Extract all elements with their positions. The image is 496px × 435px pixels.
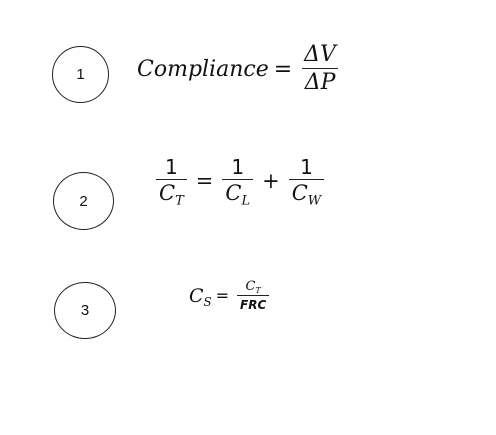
plus-sign: + <box>262 168 280 193</box>
specific-compliance-term: CS <box>189 284 212 309</box>
numerator-delta-v: ΔV <box>304 42 336 67</box>
denominator-ct: CT <box>156 179 187 208</box>
equation-number-label: 1 <box>76 66 85 83</box>
numerator-ct: CT <box>242 280 263 295</box>
symbol-c: C <box>245 279 256 294</box>
subscript-l: L <box>241 193 251 209</box>
one-over-cl-fraction: 1 CL <box>222 155 254 208</box>
symbol-c: C <box>291 181 308 205</box>
compliance-equation: Compliance = ΔV ΔP <box>137 44 343 94</box>
one-over-cw-fraction: 1 CW <box>288 155 325 208</box>
symbol-c: C <box>225 181 242 205</box>
numerator-one: 1 <box>300 155 313 179</box>
subscript-s: S <box>203 294 212 309</box>
equals-sign: = <box>215 286 230 305</box>
symbol-c: C <box>189 284 204 307</box>
symbol-c: C <box>159 181 176 205</box>
equals-sign: = <box>273 56 293 82</box>
denominator-cw: CW <box>288 179 325 208</box>
ct-over-frc-fraction: CT FRC <box>237 280 270 311</box>
specific-compliance-equation: CS = CT FRC <box>189 280 273 311</box>
numerator-one: 1 <box>165 155 178 179</box>
numerator-one: 1 <box>231 155 245 179</box>
subscript-w: W <box>307 193 322 209</box>
delta-v-over-delta-p-fraction: ΔV ΔP <box>301 44 339 94</box>
subscript-t: T <box>175 193 184 209</box>
equation-number-label: 2 <box>79 192 88 210</box>
one-over-ct-fraction: 1 CT <box>156 155 187 208</box>
compliance-term: Compliance <box>137 56 269 82</box>
equation-number-label: 3 <box>80 302 90 319</box>
denominator-delta-p: ΔP <box>301 68 339 94</box>
total-compliance-equation: 1 CT = 1 CL + 1 CW <box>152 155 328 208</box>
subscript-t: T <box>255 285 261 295</box>
denominator-cl: CL <box>222 179 254 208</box>
equation-number-badge-2: 2 <box>53 172 114 230</box>
equation-number-badge-1: 1 <box>52 46 109 103</box>
denominator-frc: FRC <box>237 295 270 311</box>
equals-sign: = <box>195 168 214 193</box>
equation-number-badge-3: 3 <box>54 282 116 339</box>
